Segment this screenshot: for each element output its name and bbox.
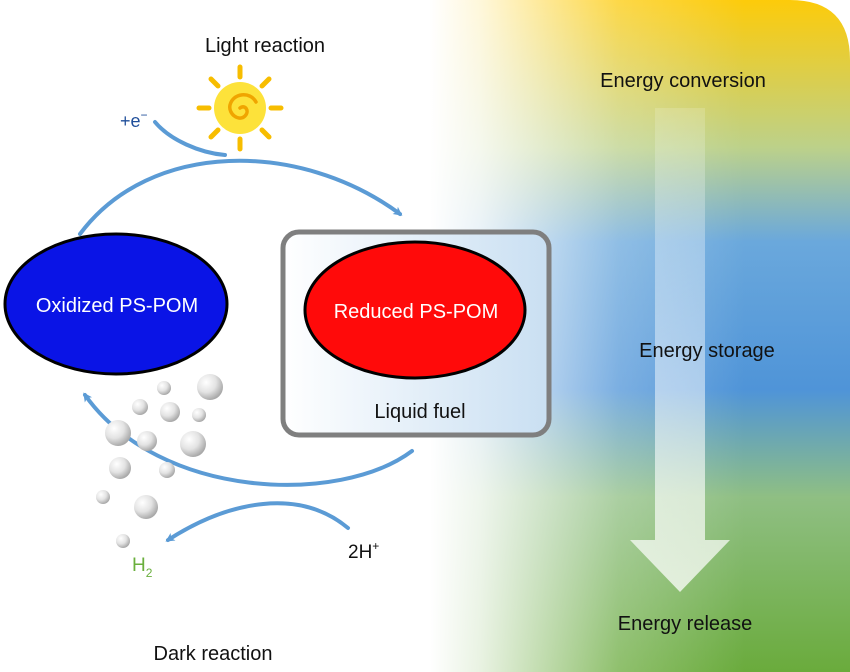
liquid-fuel-label: Liquid fuel [374,401,465,423]
gas-bubble-icon [157,381,171,395]
gas-bubble-icon [134,495,158,519]
gas-bubble-icon [116,534,130,548]
electron-label: +e− [120,108,148,131]
reduced-ps-pom [303,240,527,380]
reduced-label: Reduced PS-POM [334,301,499,323]
light-arc-arrow [78,158,403,236]
oxidized-label: Oxidized PS-POM [36,295,198,317]
gas-bubble-icon [132,399,148,415]
hydrogen-release-arrow [165,501,350,542]
protons-label: 2H+ [348,539,379,563]
energy-conversion-label: Energy conversion [600,70,766,92]
dark-reaction-label: Dark reaction [154,643,273,665]
energy-release-label: Energy release [618,613,753,635]
cycle-arrows [78,120,414,542]
sun-icon [196,64,284,152]
gas-bubble-icon [109,457,131,479]
electron-input-arrow [153,120,227,157]
light-reaction-label: Light reaction [205,35,325,57]
gas-bubble-icon [137,431,157,451]
gas-bubble-icon [197,374,223,400]
gas-bubble-icon [105,420,131,446]
down-arrow-icon [630,108,730,592]
hydrogen-label: H2 [132,555,153,580]
energy-storage-label: Energy storage [639,340,775,362]
gas-bubbles [96,374,223,548]
liquid-fuel-box: Reduced PS-POM Liquid fuel [280,229,552,438]
gas-bubble-icon [159,462,175,478]
gas-bubble-icon [192,408,206,422]
gas-bubble-icon [160,402,180,422]
gas-bubble-icon [96,490,110,504]
oxidized-ps-pom: Oxidized PS-POM [3,232,229,376]
gas-bubble-icon [180,431,206,457]
